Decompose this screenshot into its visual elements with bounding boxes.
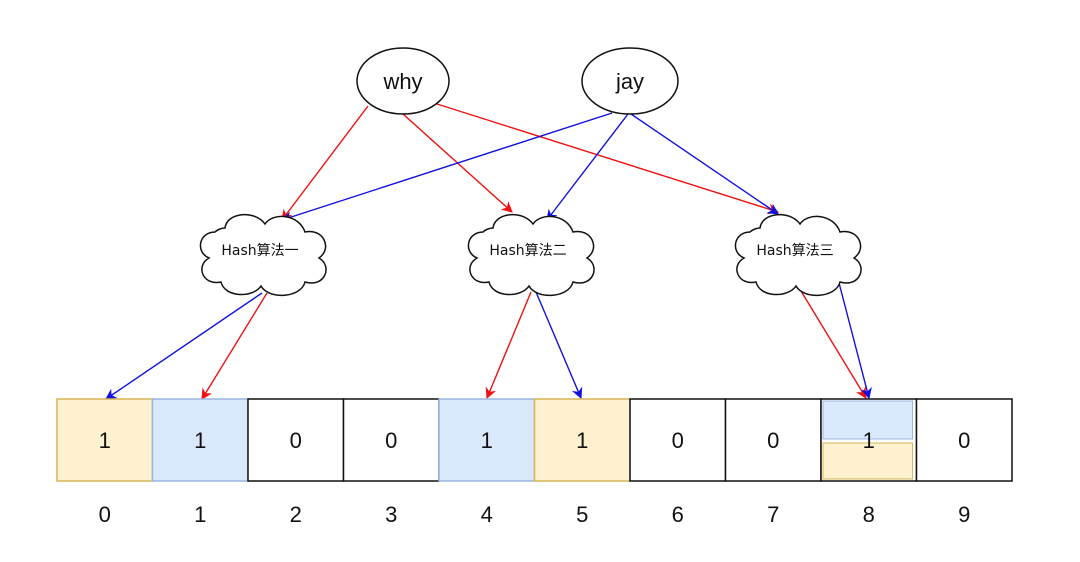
bit-cell-4: 1 bbox=[438, 398, 536, 482]
bit-cell-2: 0 bbox=[247, 398, 345, 482]
arrow-hash3-to-cell8-red bbox=[800, 290, 867, 399]
arrows bbox=[105, 103, 872, 400]
bit-value-4: 1 bbox=[481, 428, 493, 453]
input-node-jay: jay bbox=[581, 47, 679, 115]
hash-label-2: Hash算法二 bbox=[489, 243, 566, 259]
bit-index-6: 6 bbox=[672, 502, 684, 527]
arrow-hash1-to-cell0 bbox=[105, 292, 263, 400]
input-label-jay: jay bbox=[615, 69, 644, 94]
bit-index-1: 1 bbox=[194, 502, 206, 527]
bit-index-0: 0 bbox=[99, 502, 111, 527]
bit-value-5: 1 bbox=[576, 428, 588, 453]
arrow-hash1-to-cell1 bbox=[201, 292, 268, 400]
bit-cell-5: 1 bbox=[533, 398, 631, 482]
bit-cell-3: 0 bbox=[342, 398, 440, 482]
bit-index-5: 5 bbox=[576, 502, 588, 527]
bit-cell-7: 0 bbox=[724, 398, 822, 482]
arrow-why-to-hash3 bbox=[436, 103, 780, 215]
arrow-hash2-to-cell5 bbox=[535, 291, 583, 400]
cloud-icon bbox=[199, 214, 327, 297]
bit-value-6: 0 bbox=[672, 428, 684, 453]
bit-cell-9: 0 bbox=[915, 398, 1013, 482]
bit-index-3: 3 bbox=[385, 502, 397, 527]
bit-array: 1 1 0 0 1 1 0 0 1 0 bbox=[56, 398, 1013, 482]
bit-value-3: 0 bbox=[385, 428, 397, 453]
cloud-icon bbox=[467, 214, 595, 297]
bit-value-0: 1 bbox=[99, 428, 111, 453]
arrow-jay-to-hash3 bbox=[630, 113, 779, 215]
bit-cell-0: 1 bbox=[56, 398, 154, 482]
arrow-hash2-to-cell4 bbox=[485, 291, 532, 400]
bit-index-7: 7 bbox=[767, 502, 779, 527]
cloud-icon bbox=[734, 214, 862, 297]
arrow-why-to-hash1 bbox=[281, 105, 369, 221]
bit-value-9: 0 bbox=[958, 428, 970, 453]
hash-label-3: Hash算法三 bbox=[756, 243, 833, 259]
input-node-why: why bbox=[356, 47, 450, 115]
arrow-jay-to-hash2 bbox=[546, 113, 629, 221]
bit-cell-8: 1 bbox=[820, 398, 918, 482]
bit-array-indices: 0 1 2 3 4 5 6 7 8 9 bbox=[99, 502, 971, 527]
bit-index-2: 2 bbox=[290, 502, 302, 527]
bit-index-9: 9 bbox=[958, 502, 970, 527]
bit-value-7: 0 bbox=[767, 428, 779, 453]
bit-index-8: 8 bbox=[863, 502, 875, 527]
bit-cell-6: 0 bbox=[629, 398, 727, 482]
bit-cell-1: 1 bbox=[151, 398, 249, 482]
bit-index-4: 4 bbox=[481, 502, 493, 527]
bit-value-1: 1 bbox=[194, 428, 206, 453]
arrow-jay-to-hash1 bbox=[280, 112, 613, 223]
input-label-why: why bbox=[382, 69, 422, 94]
hash-cloud-2: Hash算法二 bbox=[467, 214, 595, 297]
bit-value-2: 0 bbox=[290, 428, 302, 453]
bit-value-8: 1 bbox=[863, 428, 875, 453]
hash-cloud-1: Hash算法一 bbox=[199, 214, 327, 297]
hash-label-1: Hash算法一 bbox=[221, 243, 298, 259]
hash-cloud-3: Hash算法三 bbox=[734, 214, 862, 297]
arrow-hash3-to-cell8-blue bbox=[837, 278, 872, 400]
